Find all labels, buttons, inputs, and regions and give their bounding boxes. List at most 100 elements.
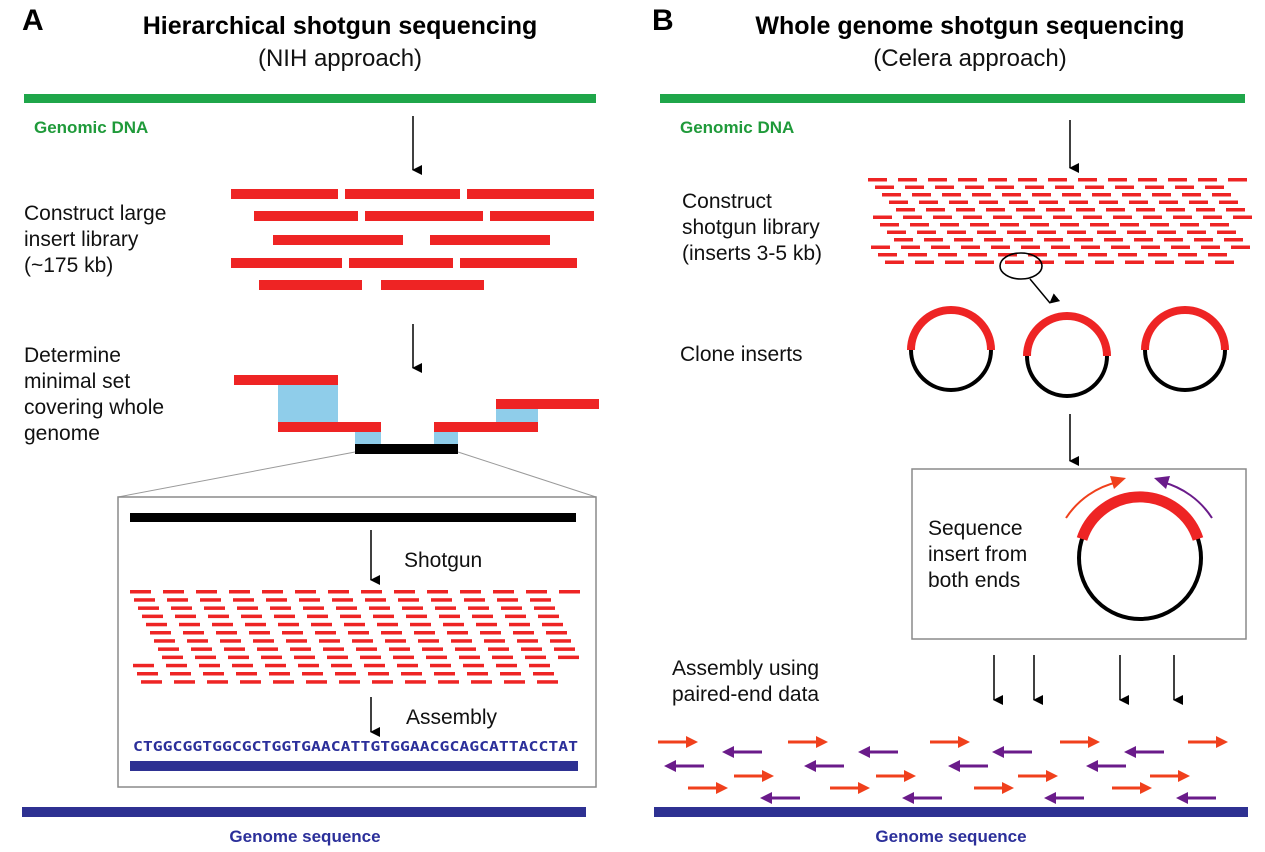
- library-read: [928, 178, 947, 182]
- shotgun-read: [196, 590, 217, 594]
- library-read: [1018, 178, 1037, 182]
- library-read: [1231, 245, 1250, 249]
- library-read: [970, 223, 989, 227]
- library-read: [1007, 230, 1026, 234]
- shotgun-read: [286, 639, 307, 643]
- library-read: [954, 238, 973, 242]
- shotgun-read: [142, 614, 163, 619]
- shotgun-read: [331, 663, 352, 668]
- reverse-read-arrow: [1086, 760, 1126, 772]
- shotgun-library-reads: [868, 178, 1252, 264]
- shotgun-read: [439, 614, 460, 619]
- zoom-line: [117, 451, 356, 498]
- shotgun-read: [401, 672, 422, 676]
- library-read: [1136, 208, 1155, 212]
- library-read: [1044, 238, 1063, 242]
- shotgun-read: [278, 622, 299, 627]
- library-read: [1120, 223, 1139, 227]
- library-read: [1171, 245, 1190, 249]
- shotgun-read: [175, 614, 196, 619]
- shotgun-read: [398, 598, 419, 602]
- step1-line: (inserts 3-5 kb): [682, 242, 822, 265]
- shotgun-read: [484, 639, 505, 643]
- assembly-arrows: [993, 655, 1183, 705]
- shotgun-read: [241, 614, 262, 619]
- library-read: [1173, 215, 1192, 219]
- library-read: [961, 245, 980, 249]
- pointer-arrow: [1029, 278, 1061, 304]
- shotgun-read: [480, 631, 501, 635]
- library-read: [995, 185, 1014, 189]
- library-read: [1212, 193, 1231, 197]
- library-read: [1141, 245, 1160, 249]
- library-read: [945, 260, 964, 264]
- reverse-read-arrow: [902, 792, 942, 804]
- library-read: [1203, 215, 1222, 219]
- shotgun-read: [171, 606, 192, 610]
- shotgun-read: [393, 655, 414, 660]
- shotgun-read: [299, 598, 320, 602]
- library-read: [1032, 193, 1051, 197]
- plasmid: [907, 306, 995, 392]
- library-read: [984, 238, 1003, 242]
- library-read: [940, 223, 959, 227]
- forward-read-arrow: [1150, 770, 1190, 782]
- library-read: [1125, 260, 1144, 264]
- forward-read-arrow: [876, 770, 916, 782]
- library-read: [1035, 260, 1054, 264]
- library-read: [942, 193, 961, 197]
- shotgun-read: [141, 680, 162, 684]
- shotgun-read: [471, 680, 492, 684]
- shotgun-read: [208, 614, 229, 619]
- library-read: [1065, 260, 1084, 264]
- library-read: [1219, 200, 1238, 204]
- shotgun-read: [356, 647, 377, 651]
- library-read: [1155, 260, 1174, 264]
- library-read: [1127, 230, 1146, 234]
- forward-read-arrow: [688, 782, 728, 794]
- shotgun-read: [200, 598, 221, 602]
- shotgun-read: [534, 606, 555, 610]
- library-read: [979, 200, 998, 204]
- library-read: [1060, 223, 1079, 227]
- library-read: [1185, 260, 1204, 264]
- shotgun-read: [546, 631, 567, 635]
- library-read: [1166, 208, 1185, 212]
- panel-b-subtitle: (Celera approach): [873, 45, 1066, 72]
- library-read: [887, 230, 906, 234]
- shotgun-read: [327, 655, 348, 660]
- step1-line: Construct: [682, 190, 772, 213]
- library-read: [1025, 185, 1044, 189]
- shotgun-read: [220, 639, 241, 643]
- library-read: [1051, 245, 1070, 249]
- shotgun-read: [542, 622, 563, 627]
- shotgun-read: [472, 614, 493, 619]
- library-read: [1226, 208, 1245, 212]
- library-read: [1085, 185, 1104, 189]
- reverse-read-arrow: [1176, 792, 1216, 804]
- shotgun-read: [270, 606, 291, 610]
- shotgun-read: [504, 680, 525, 684]
- step2-line: Determine: [24, 344, 121, 367]
- shotgun-read: [344, 622, 365, 627]
- shotgun-label: Shotgun: [404, 549, 482, 572]
- step1-label: Construct large insert library (~175 kb): [24, 202, 166, 277]
- clone-bar: [130, 513, 576, 522]
- genome-sequence-bar: [22, 807, 586, 817]
- shotgun-reads: [130, 590, 580, 684]
- shotgun-read: [365, 598, 386, 602]
- forward-read-arrow: [734, 770, 774, 782]
- shotgun-read: [529, 663, 550, 668]
- library-read: [1058, 253, 1077, 257]
- library-read: [889, 200, 908, 204]
- shotgun-read: [257, 647, 278, 651]
- shotgun-read: [427, 590, 448, 594]
- shotgun-read: [191, 647, 212, 651]
- library-read: [1175, 185, 1194, 189]
- shotgun-read: [183, 631, 204, 635]
- library-read: [1164, 238, 1183, 242]
- library-read: [1005, 260, 1024, 264]
- shotgun-read: [488, 647, 509, 651]
- library-read: [898, 178, 917, 182]
- library-read: [1104, 238, 1123, 242]
